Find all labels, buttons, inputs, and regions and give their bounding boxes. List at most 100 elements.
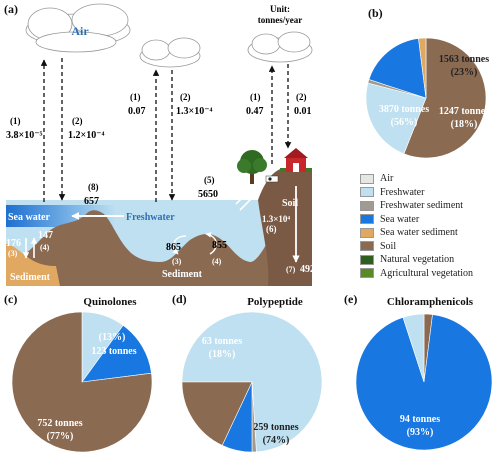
legend-label: Natural vegetation bbox=[380, 254, 455, 266]
pie-data-label: (77%) bbox=[47, 431, 74, 442]
pie-data-label: 63 tonnes bbox=[202, 336, 242, 347]
legend-swatch bbox=[360, 241, 374, 252]
legend-item: Sea water sediment bbox=[360, 226, 473, 240]
flux-value: 657 bbox=[84, 196, 99, 207]
flux-value: 3.8×10⁻⁵ bbox=[6, 130, 42, 141]
panel-label-b: (b) bbox=[368, 6, 383, 20]
panel-label-c: (c) bbox=[4, 292, 18, 306]
pie-data-label: (18%) bbox=[209, 349, 236, 360]
pie-slice-sea-water-sediment bbox=[418, 37, 427, 99]
pie-data-label: 1247 tonnes bbox=[439, 106, 489, 117]
cloud-air bbox=[25, 3, 131, 53]
flux-label: (2) bbox=[180, 92, 191, 102]
legend-swatch bbox=[360, 200, 374, 211]
flux-label: (1) bbox=[130, 92, 141, 102]
flux-label: (3) bbox=[8, 249, 18, 258]
label-soil: Soil bbox=[282, 198, 298, 209]
label-sediment-left: Sediment bbox=[10, 272, 51, 283]
panel-label-e: (e) bbox=[344, 292, 358, 306]
fate-diagram: Unit: tonnes/year Air Sea water Freshwat… bbox=[6, 3, 320, 286]
legend: Air Freshwater Freshwater sediment Sea w… bbox=[360, 172, 473, 280]
pie-chart-b: 1563 tonnes (23%) 1247 tonnes (18%) 3870 ton… bbox=[365, 37, 489, 159]
flux-value: 147 bbox=[38, 230, 53, 241]
flux-label: (4) bbox=[40, 243, 50, 252]
pie-data-label: (74%) bbox=[263, 435, 290, 446]
flux-value: 1.2×10⁻⁴ bbox=[68, 130, 104, 141]
flux-value: 865 bbox=[166, 242, 181, 253]
pie-slice-sea-water bbox=[355, 314, 493, 451]
legend-swatch bbox=[360, 214, 374, 225]
legend-label: Air bbox=[380, 173, 394, 185]
cloud-middle bbox=[139, 37, 201, 68]
flux-label: (2) bbox=[72, 116, 83, 126]
legend-item: Natural vegetation bbox=[360, 253, 473, 267]
pie-data-label: 1563 tonnes bbox=[439, 54, 489, 65]
pie-chart-d: 63 tonnes (18%) 259 tonnes (74%) bbox=[181, 311, 323, 453]
flux-value: 855 bbox=[212, 240, 227, 251]
flux-label: (8) bbox=[88, 182, 99, 192]
pie-data-label: (23%) bbox=[451, 67, 478, 78]
unit-line1: Unit: bbox=[270, 4, 290, 14]
pie-data-label: 259 tonnes bbox=[253, 422, 298, 433]
pie-title-d: Polypeptide bbox=[247, 296, 303, 308]
pie-title-e: Chloramphenicols bbox=[386, 296, 474, 308]
legend-label: Sea water bbox=[380, 213, 420, 225]
flux-value: 1.3×10⁻⁴ bbox=[176, 106, 212, 117]
cloud-right bbox=[247, 31, 313, 63]
pie-slice-sea-water bbox=[81, 324, 152, 383]
cow bbox=[265, 175, 279, 183]
pie-slice-freshwater bbox=[365, 82, 427, 155]
pie-chart-e: 94 tonnes (93%) bbox=[355, 313, 493, 451]
sea-sediment-patch bbox=[6, 244, 60, 286]
legend-item: Soil bbox=[360, 240, 473, 254]
pie-data-label: 94 tonnes bbox=[400, 414, 440, 425]
flux-label: (3) bbox=[172, 257, 182, 266]
pie-data-label: 752 tonnes bbox=[37, 418, 82, 429]
flux-value: 176 bbox=[6, 238, 21, 249]
pie-slice-sea-water bbox=[368, 38, 427, 99]
pie-data-label: (18%) bbox=[451, 119, 478, 130]
flux-label: (1) bbox=[10, 116, 21, 126]
label-sea-water: Sea water bbox=[8, 212, 50, 223]
panel-label-d: (d) bbox=[172, 292, 187, 306]
legend-label: Freshwater sediment bbox=[380, 200, 464, 212]
legend-swatch bbox=[360, 227, 374, 238]
pie-slice-soil bbox=[11, 311, 153, 453]
unit-line2: tonnes/year bbox=[258, 15, 303, 25]
legend-swatch bbox=[360, 254, 374, 265]
flux-label: (1) bbox=[250, 92, 261, 102]
label-freshwater: Freshwater bbox=[126, 212, 175, 223]
legend-label: Freshwater bbox=[380, 186, 425, 198]
legend-item: Freshwater sediment bbox=[360, 199, 473, 213]
legend-item: Air bbox=[360, 172, 473, 186]
pie-data-label: (93%) bbox=[407, 427, 434, 438]
flux-value: 1.3×10⁴ bbox=[262, 214, 290, 224]
legend-swatch bbox=[360, 268, 374, 279]
flux-value: 4920 bbox=[300, 264, 320, 275]
flux-value: 0.01 bbox=[294, 106, 312, 117]
legend-label: Soil bbox=[380, 240, 397, 252]
legend-item: Freshwater bbox=[360, 186, 473, 200]
pie-title-c: Quinolones bbox=[83, 296, 137, 308]
pie-data-label: (56%) bbox=[391, 117, 418, 128]
flux-label: (5) bbox=[204, 175, 215, 185]
pie-data-label: 3870 tonnes bbox=[379, 104, 429, 115]
pie-data-label: (13%) bbox=[99, 332, 126, 343]
flux-label: (2) bbox=[296, 92, 307, 102]
flux-value: 5650 bbox=[198, 189, 218, 200]
legend-swatch bbox=[360, 187, 374, 198]
flux-value: 0.07 bbox=[128, 106, 146, 117]
flux-label: (4) bbox=[212, 257, 222, 266]
pie-slice-soil bbox=[403, 37, 487, 159]
legend-label: Sea water sediment bbox=[380, 227, 458, 239]
legend-item: Agricultural vegetation bbox=[360, 267, 473, 281]
flux-label: (6) bbox=[266, 224, 277, 234]
ground-sediment bbox=[6, 200, 312, 286]
pie-slice-freshwater bbox=[402, 313, 425, 383]
tree-trunk bbox=[250, 170, 254, 184]
flux-label: (7) bbox=[286, 265, 296, 274]
legend-item: Sea water bbox=[360, 213, 473, 227]
pie-slice-soil bbox=[181, 381, 253, 446]
label-air: Air bbox=[71, 24, 89, 38]
